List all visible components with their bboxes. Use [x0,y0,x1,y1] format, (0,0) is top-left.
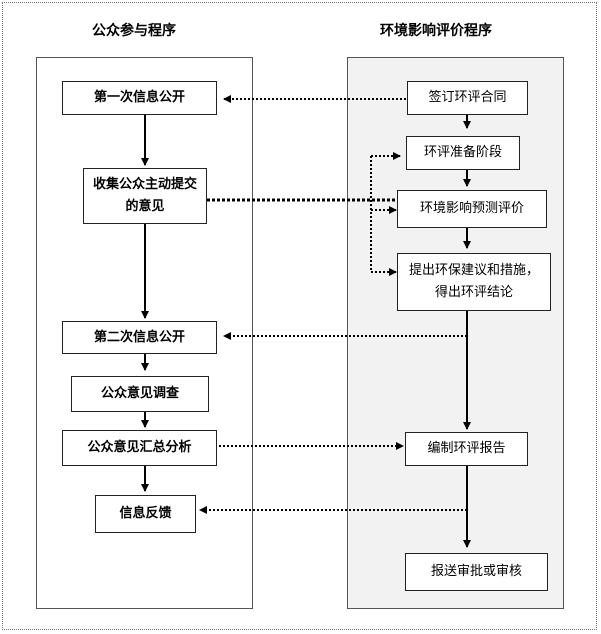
step-sign-contract: 签订环评合同 [407,81,528,115]
left-column-title: 公众参与程序 [92,23,176,39]
right-column-title: 环境影响评价程序 [380,23,492,39]
step-compile-report: 编制环评报告 [405,432,528,466]
step-opinion-analysis: 公众意见汇总分析 [62,430,217,466]
step-first-disclosure: 第一次信息公开 [62,81,217,115]
step-measures-conclusion: 提出环保建议和措施，得出环评结论 [397,253,551,311]
step-opinion-survey: 公众意见调查 [71,376,209,412]
step-submit-approval: 报送审批或审核 [405,553,548,591]
step-preparation: 环评准备阶段 [406,136,520,170]
step-feedback: 信息反馈 [95,495,196,533]
step-second-disclosure: 第二次信息公开 [62,321,217,354]
step-impact-prediction: 环境影响预测评价 [397,190,547,228]
step-collect-opinions: 收集公众主动提交的意见 [83,168,207,224]
